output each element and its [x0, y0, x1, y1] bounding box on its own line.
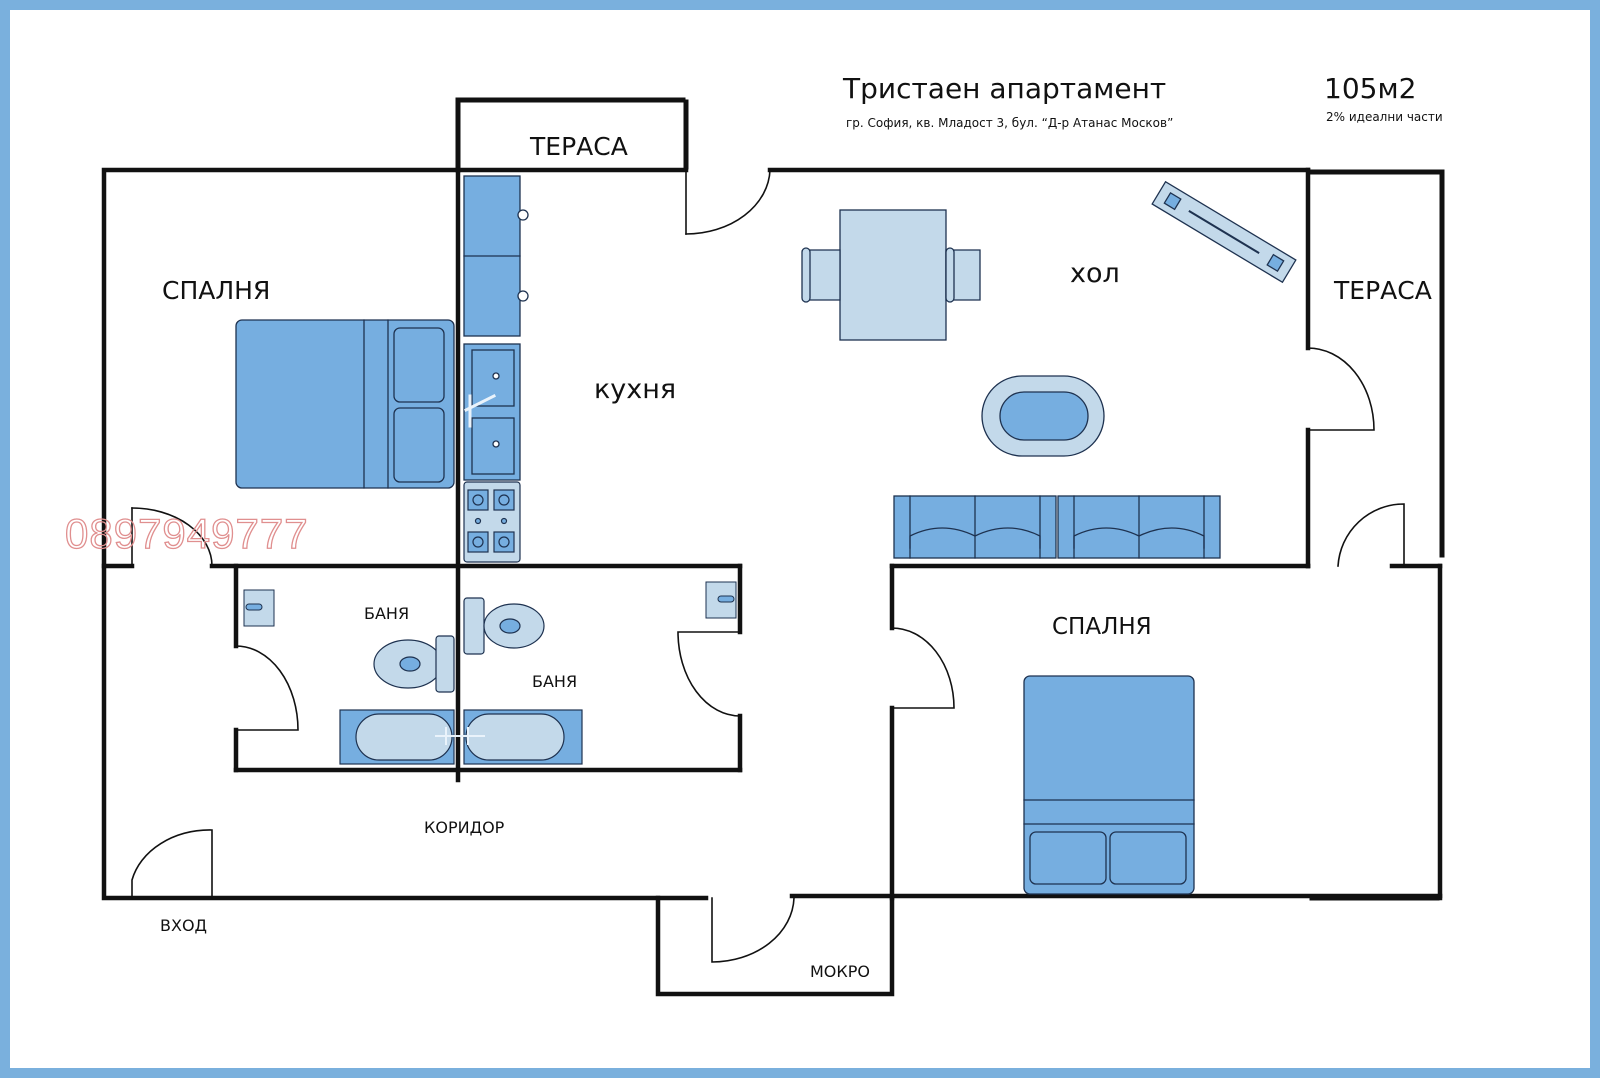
- toilet-right-icon: [463, 597, 545, 655]
- sink-left-icon: [243, 589, 275, 627]
- label-terrace-top: ТЕРАСА: [530, 132, 628, 161]
- label-wet-room: МОКРО: [810, 962, 870, 981]
- label-terrace-right: ТЕРАСА: [1334, 276, 1432, 305]
- sink-right-icon: [705, 581, 737, 619]
- toilet-left-icon: [373, 635, 455, 693]
- kitchen-cabinets-icon: [463, 175, 529, 337]
- phone-watermark: 0897949777: [64, 509, 309, 557]
- kitchen-sink-icon: [463, 343, 521, 481]
- bathtub-left-icon: [339, 709, 461, 765]
- label-bathroom-right: БАНЯ: [532, 672, 578, 691]
- bed-left-icon: [235, 319, 455, 489]
- plan-address: гр. София, кв. Младост 3, бул. “Д-р Атан…: [846, 116, 1174, 130]
- walls: [101, 167, 1443, 997]
- bed-right-icon: [1023, 675, 1195, 895]
- plan-area: 105м2: [1324, 72, 1417, 105]
- bathtub-right-icon: [459, 709, 583, 765]
- plan-title: Тристаен апартамент: [843, 72, 1167, 105]
- plan-share: 2% идеални части: [1326, 110, 1443, 124]
- label-living-room: хол: [1070, 258, 1120, 289]
- label-bedroom-left: СПАЛНЯ: [162, 276, 271, 305]
- label-kitchen: кухня: [594, 374, 677, 405]
- sofa-left-icon: [893, 495, 1057, 559]
- label-corridor: КОРИДОР: [424, 818, 505, 837]
- tv-stand-icon: [1151, 180, 1297, 284]
- sofa-right-icon: [1057, 495, 1221, 559]
- terrace-outlines: [455, 97, 1445, 901]
- doors: [131, 169, 1405, 963]
- label-bathroom-left: БАНЯ: [364, 604, 410, 623]
- floor-plan: [101, 97, 1445, 997]
- label-bedroom-right: СПАЛНЯ: [1052, 614, 1152, 640]
- dining-table-icon: [801, 209, 981, 341]
- stove-icon: [463, 481, 521, 563]
- coffee-table-icon: [981, 375, 1105, 457]
- label-entrance: ВХОД: [160, 916, 208, 935]
